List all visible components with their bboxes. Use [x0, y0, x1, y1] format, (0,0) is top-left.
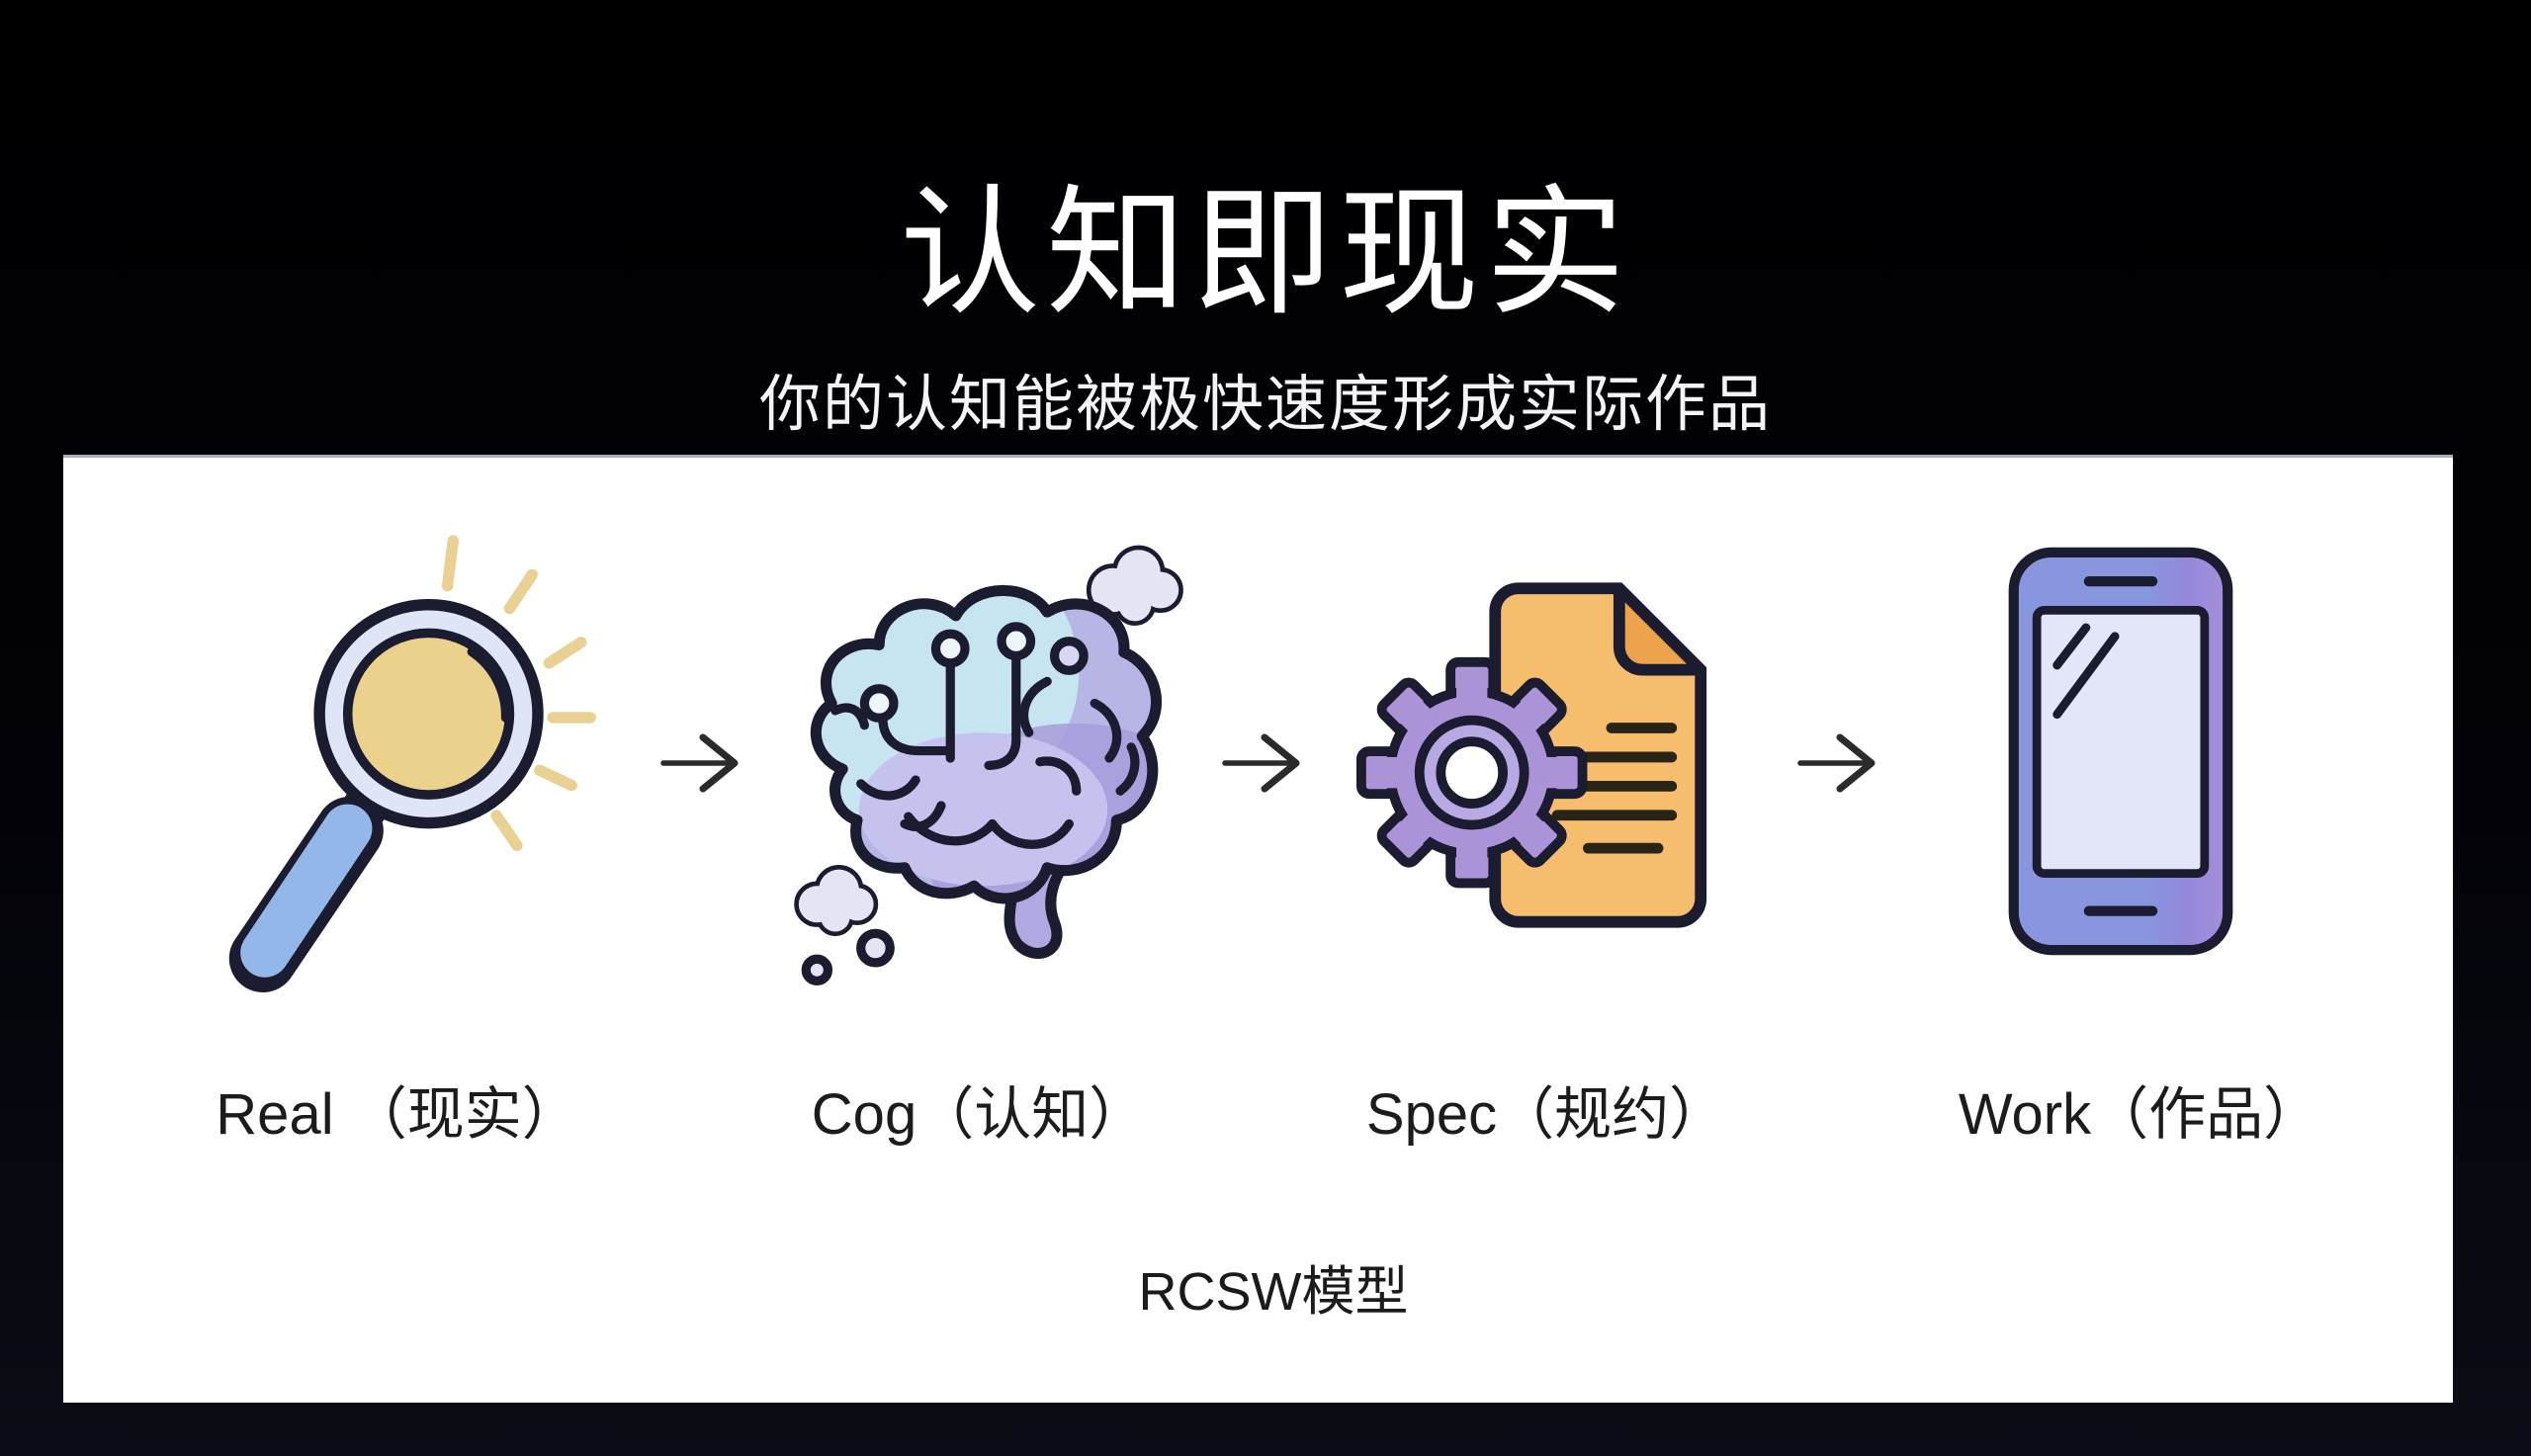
arrow-right-icon	[657, 726, 756, 801]
gear-document-icon	[1353, 550, 1766, 957]
page-subtitle: 你的认知能被极快速度形成实际作品	[758, 371, 1772, 439]
magnifier-icon	[203, 522, 598, 1011]
arrow-right-icon	[1794, 726, 1893, 801]
brain-icon	[773, 534, 1193, 993]
smartphone-icon	[2005, 544, 2236, 959]
page-title: 认知即现实	[900, 175, 1631, 332]
arrow-right-icon	[1219, 726, 1318, 801]
model-caption: RCSW模型	[1138, 1262, 1409, 1322]
step-label-spec: Spec（规约）	[1365, 1082, 1727, 1147]
step-label-work: Work（作品）	[1958, 1082, 2321, 1147]
step-label-cog: Cog（认知）	[811, 1082, 1147, 1147]
step-label-real: Real （现实）	[216, 1082, 579, 1147]
